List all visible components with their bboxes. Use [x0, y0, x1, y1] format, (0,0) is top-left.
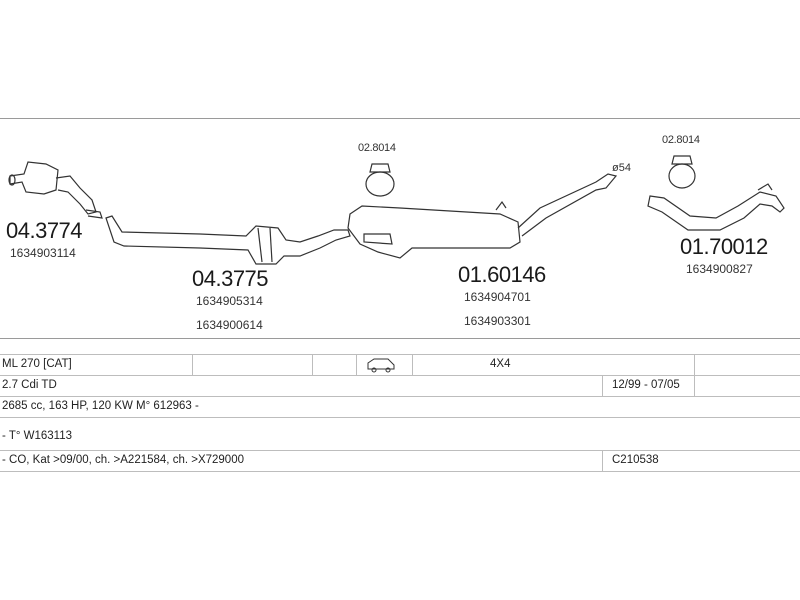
- table-row: ML 270 [CAT] 4X4: [0, 354, 800, 375]
- front-pipe-icon: [105, 215, 351, 265]
- oem-number: 1634903114: [10, 246, 76, 260]
- table-row: 2.7 Cdi TD 12/99 - 07/05: [0, 375, 800, 396]
- exhaust-drawing: [8, 155, 785, 265]
- oem-number: 1634905314: [196, 294, 263, 308]
- exhaust-diagram: 04.3774 1634903114 04.3775 1634905314 16…: [0, 118, 800, 338]
- type-cell: - T° W163113: [2, 430, 73, 442]
- oem-number: 1634904701: [464, 290, 531, 304]
- catalytic-converter-front-icon: [8, 161, 103, 219]
- table-row: - CO, Kat >09/00, ch. >A221584, ch. >X72…: [0, 450, 800, 472]
- part-number: 04.3774: [6, 218, 83, 243]
- part-number: 01.70012: [680, 234, 768, 259]
- part-number: 04.3775: [192, 266, 269, 291]
- model-cell: ML 270 [CAT]: [2, 358, 72, 370]
- clamp-icon: [365, 163, 395, 197]
- spec-cell: 2685 cc, 163 HP, 120 KW M° 612963 -: [2, 400, 199, 412]
- engine-cell: 2.7 Cdi TD: [2, 379, 57, 391]
- clamp-part-number: 02.8014: [358, 142, 396, 154]
- oem-number: 1634900614: [196, 318, 263, 332]
- main-silencer-icon: [347, 173, 618, 259]
- vehicle-info-table: ML 270 [CAT] 4X4 2.7 Cdi TD 12/99 - 07/0…: [0, 354, 800, 472]
- oem-number: 1634900827: [686, 262, 753, 276]
- drive-cell: 4X4: [490, 358, 511, 370]
- van-icon: [367, 358, 395, 373]
- notes-cell: - CO, Kat >09/00, ch. >A221584, ch. >X72…: [2, 454, 244, 466]
- table-row: 2685 cc, 163 HP, 120 KW M° 612963 -: [0, 396, 800, 417]
- oem-number: 1634903301: [464, 314, 531, 328]
- pipe-diameter-label: ø54: [612, 162, 631, 174]
- tail-pipe-icon: [647, 183, 785, 231]
- table-row: - T° W163113: [0, 417, 800, 450]
- clamp-icon: [668, 155, 696, 189]
- top-divider: [0, 118, 800, 119]
- middle-divider: [0, 338, 800, 339]
- code-cell: C210538: [612, 454, 659, 466]
- part-number: 01.60146: [458, 262, 546, 287]
- period-cell: 12/99 - 07/05: [612, 379, 680, 391]
- clamp-part-number: 02.8014: [662, 134, 700, 146]
